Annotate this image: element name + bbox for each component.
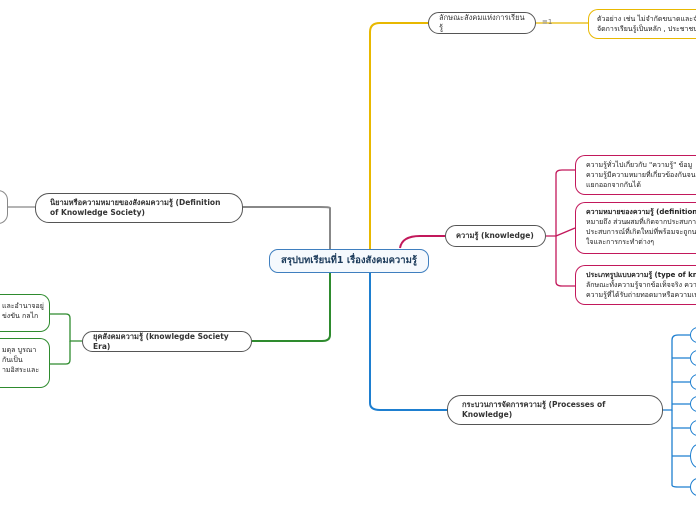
topic-knowledge-label: ความรู้ (knowledge) — [456, 231, 534, 240]
detail-line: กันเป็น — [2, 356, 23, 364]
detail-line: ประเภทรูปแบบความรู้ (type of kn — [586, 271, 696, 279]
detail-line: แยกออกจากกันได้ — [586, 181, 641, 189]
detail-line: หมายถึง ส่วนผสมที่เกิดจากประสบกา — [586, 218, 696, 226]
edges-processes-children — [663, 334, 690, 488]
characteristics-detail[interactable]: ตัวอย่าง เช่น ไม่จำกัดขนาดและจำ จัดการเร… — [588, 9, 696, 39]
topic-characteristics-label: ลักษณะสังคมแห่งการเรียนรู้ — [439, 13, 525, 32]
topic-processes-label: กระบวนการจัดการความรู้ (Processes of Kno… — [462, 400, 606, 419]
detail-line: มดุล บูรณา — [2, 346, 37, 354]
edge-processes — [369, 272, 447, 411]
era-detail-2[interactable]: มดุล บูรณา กันเป็น ามอิสระและ — [0, 338, 50, 388]
topic-processes[interactable]: กระบวนการจัดการความรู้ (Processes of Kno… — [447, 395, 663, 425]
knowledge-detail-types[interactable]: ประเภทรูปแบบความรู้ (type of kn ลักษณะทั… — [575, 265, 696, 305]
edge-knowledge — [399, 235, 445, 249]
detail-line: ความหมายของความรู้ (definition — [586, 208, 696, 216]
edge-era — [252, 272, 331, 342]
detail-line: ลักษณะทั้งความรู้จากข้อเท็จจริง ควา — [586, 281, 696, 289]
topic-definition[interactable]: นิยามหรือความหมายของสังคมความรู้ (Defini… — [35, 193, 243, 223]
detail-line: ข่งขัน กลไก — [2, 312, 39, 320]
characteristics-detail-line: ตัวอย่าง เช่น ไม่จำกัดขนาดและจำ — [597, 15, 696, 23]
notes-icon: ≡ — [542, 18, 548, 26]
central-topic[interactable]: สรุปบทเรียนที่1 เรื่องสังคมความรู้ — [269, 249, 429, 273]
detail-line: ความรู้ที่ได้รับถ่ายทอดมาหรือความเป — [586, 291, 696, 299]
detail-line: ประสบการณ์ที่เกิดใหม่ที่พร้อมจะถูกน — [586, 228, 696, 236]
topic-characteristics[interactable]: ลักษณะสังคมแห่งการเรียนรู้ — [428, 12, 536, 34]
topic-definition-label: นิยามหรือความหมายของสังคมความรู้ (Defini… — [50, 198, 221, 217]
note-indicator[interactable]: ≡1 — [542, 18, 552, 26]
knowledge-detail-general[interactable]: ความรู้ทั่วไปเกี่ยวกับ "ความรู้" ข้อมู ค… — [575, 155, 696, 195]
characteristics-detail-line: จัดการเรียนรู้เป็นหลัก , ประชาชน — [597, 25, 696, 33]
detail-line: และอำนาจอยู่ — [2, 302, 44, 310]
era-detail-1[interactable]: และอำนาจอยู่ ข่งขัน กลไก — [0, 294, 50, 332]
central-topic-label: สรุปบทเรียนที่1 เรื่องสังคมความรู้ — [281, 255, 417, 266]
edge-definition — [240, 206, 331, 250]
detail-line: ามอิสระและ — [2, 366, 40, 374]
detail-line: ใจและการกระทำต่างๆ — [586, 238, 654, 246]
edge-characteristics — [369, 22, 428, 250]
note-count: 1 — [547, 18, 553, 26]
topic-knowledge[interactable]: ความรู้ (knowledge) — [445, 225, 546, 247]
detail-line: ความรู้ทั่วไปเกี่ยวกับ "ความรู้" ข้อมู — [586, 161, 693, 169]
topic-era[interactable]: ยุคสังคมความรู้ (knowlegde Society Era) — [82, 331, 252, 352]
knowledge-detail-definition[interactable]: ความหมายของความรู้ (definition หมายถึง ส… — [575, 202, 696, 254]
detail-line: ความรู้มีความหมายที่เกี่ยวข้องกันจน — [586, 171, 696, 179]
topic-era-label: ยุคสังคมความรู้ (knowlegde Society Era) — [93, 331, 229, 351]
